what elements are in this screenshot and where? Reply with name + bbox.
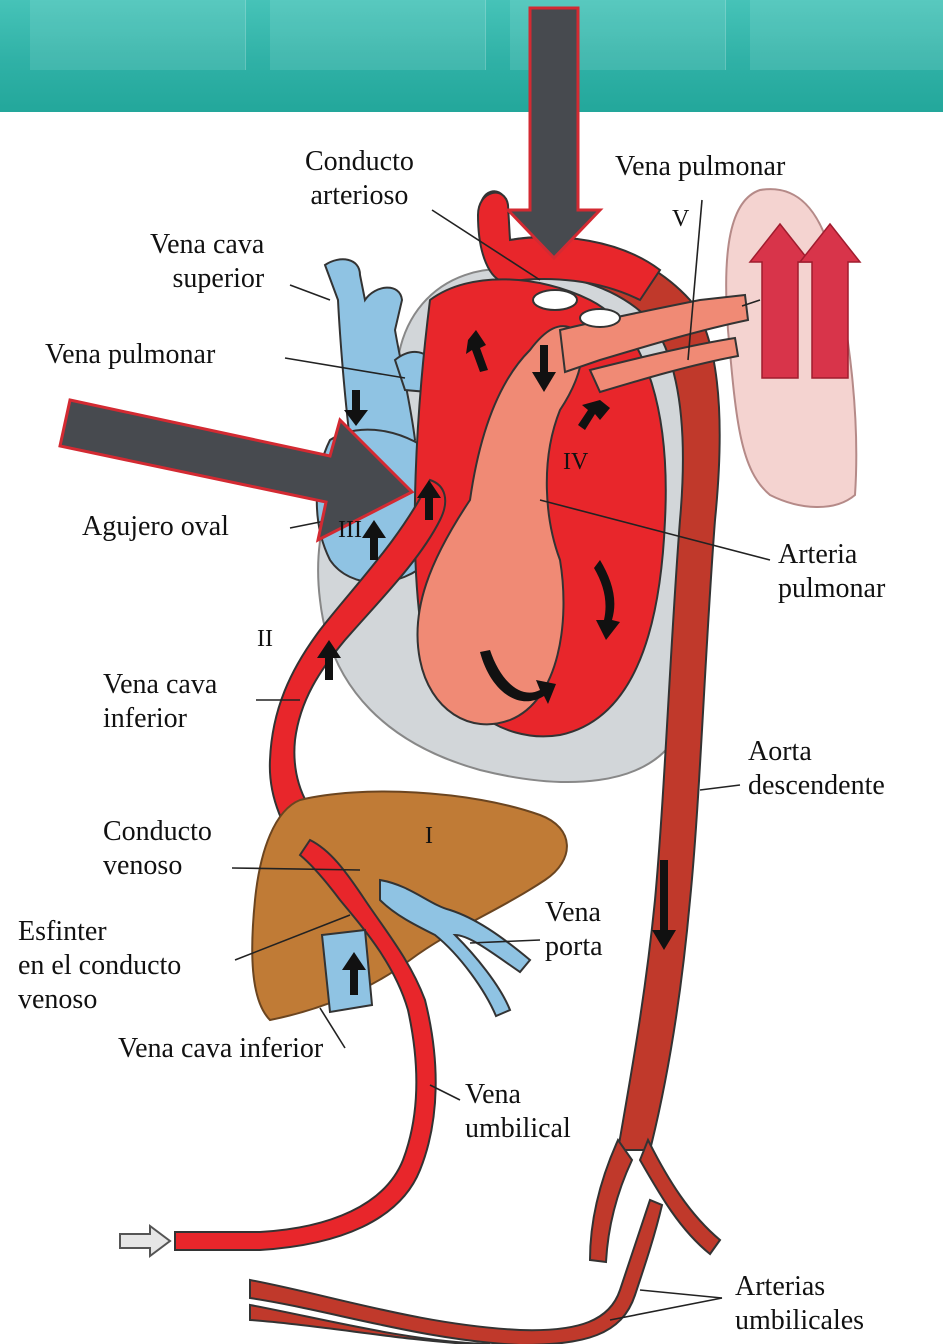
roman-iv: IV: [563, 448, 588, 476]
label-vena-pulmonar-top: Vena pulmonar: [615, 150, 785, 184]
roman-ii: II: [257, 625, 273, 653]
roman-iii: III: [338, 516, 362, 544]
roman-v: V: [672, 205, 689, 233]
down-overlay-arrow: [508, 8, 600, 258]
vena-cava-inferior-lower: [322, 930, 372, 1012]
ductus-opening: [580, 309, 620, 327]
label-agujero-oval: Agujero oval: [82, 510, 229, 544]
ductus-opening: [533, 290, 577, 310]
label-vena-pulmonar-left: Vena pulmonar: [45, 338, 215, 372]
label-vena-cava-inferior-lower: Vena cava inferior: [118, 1032, 323, 1066]
placenta-inflow-arrow: [120, 1226, 170, 1256]
aorta-bifurcation: [590, 1140, 632, 1262]
roman-i: I: [425, 822, 433, 850]
